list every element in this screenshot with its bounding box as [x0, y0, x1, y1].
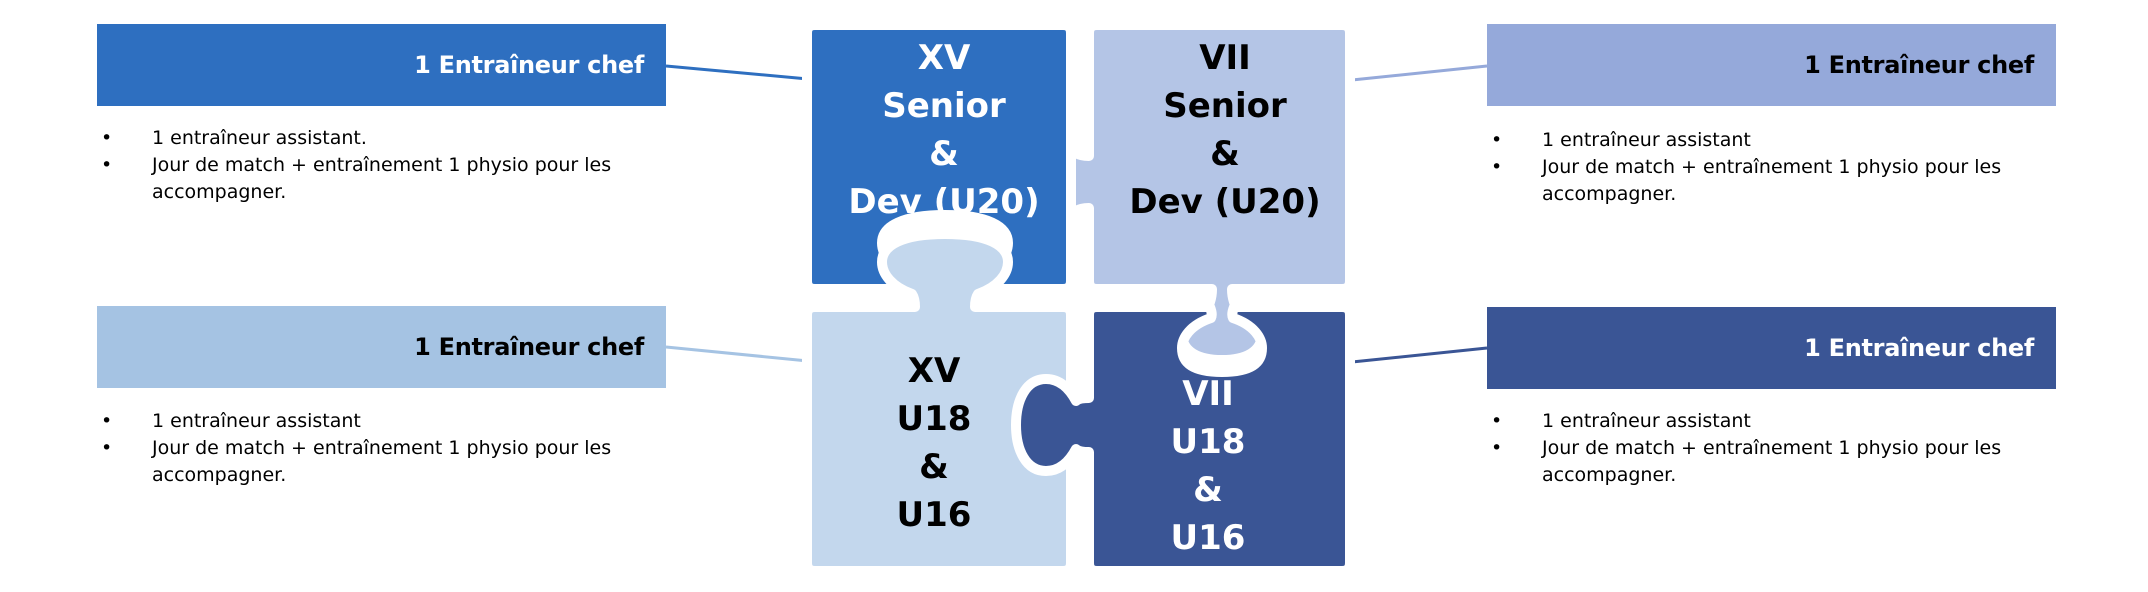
piece-label-line: Dev (U20) — [1129, 182, 1320, 222]
piece-label-line: U18 — [897, 399, 972, 439]
piece-label-line: U18 — [1171, 422, 1246, 462]
piece-label-line: VII — [1199, 38, 1251, 78]
puzzle-piece-top-left — [802, 20, 1076, 294]
piece-label-bottom-right: VII U18 & U16 — [1171, 374, 1246, 558]
banner-title: 1 Entraîneur chef — [414, 51, 644, 79]
piece-label-line: XV — [908, 351, 961, 391]
piece-label-line: & — [919, 447, 949, 487]
banner-title: 1 Entraîneur chef — [1804, 51, 2034, 79]
piece-label-line: Dev (U20) — [848, 182, 1039, 222]
banner-title: 1 Entraîneur chef — [414, 333, 644, 361]
connector-top-left — [665, 64, 809, 81]
piece-label-line: Senior — [1163, 86, 1287, 126]
list-item: Jour de match + entraînement 1 physio po… — [97, 435, 657, 489]
connector-bottom-right — [1351, 346, 1488, 364]
piece-label-line: XV — [918, 38, 971, 78]
list-item: 1 entraîneur assistant — [1487, 127, 2047, 154]
piece-label-top-left: XV Senior & Dev (U20) — [848, 38, 1039, 222]
list-item: 1 entraîneur assistant. — [97, 125, 657, 152]
puzzle-piece-bottom-right — [1011, 302, 1355, 576]
bullet-list-bottom-left: 1 entraîneur assistant Jour de match + e… — [97, 408, 657, 489]
piece-label-line: & — [929, 134, 959, 174]
list-item: 1 entraîneur assistant — [97, 408, 657, 435]
connector-bottom-left — [665, 345, 809, 363]
connector-top-right — [1351, 64, 1488, 82]
list-item: Jour de match + entraînement 1 physio po… — [1487, 435, 2047, 489]
piece-label-line: U16 — [1171, 518, 1246, 558]
piece-label-line: & — [1193, 470, 1223, 510]
banner-bottom-left: 1 Entraîneur chef — [97, 306, 666, 388]
piece-label-line: U16 — [897, 495, 972, 535]
banner-bottom-right: 1 Entraîneur chef — [1487, 307, 2056, 389]
bullet-list-top-right: 1 entraîneur assistant Jour de match + e… — [1487, 127, 2047, 208]
bullet-list-top-left: 1 entraîneur assistant. Jour de match + … — [97, 125, 657, 206]
list-item: Jour de match + entraînement 1 physio po… — [97, 152, 657, 206]
bullet-list-bottom-right: 1 entraîneur assistant Jour de match + e… — [1487, 408, 2047, 489]
list-item: 1 entraîneur assistant — [1487, 408, 2047, 435]
banner-top-left: 1 Entraîneur chef — [97, 24, 666, 106]
list-item: Jour de match + entraînement 1 physio po… — [1487, 154, 2047, 208]
banner-top-right: 1 Entraîneur chef — [1487, 24, 2056, 106]
banner-title: 1 Entraîneur chef — [1804, 334, 2034, 362]
piece-label-top-right: VII Senior & Dev (U20) — [1129, 38, 1320, 222]
piece-label-line: Senior — [882, 86, 1006, 126]
piece-label-line: & — [1210, 134, 1240, 174]
piece-label-bottom-left: XV U18 & U16 — [897, 351, 972, 535]
piece-label-line: VII — [1182, 374, 1234, 414]
